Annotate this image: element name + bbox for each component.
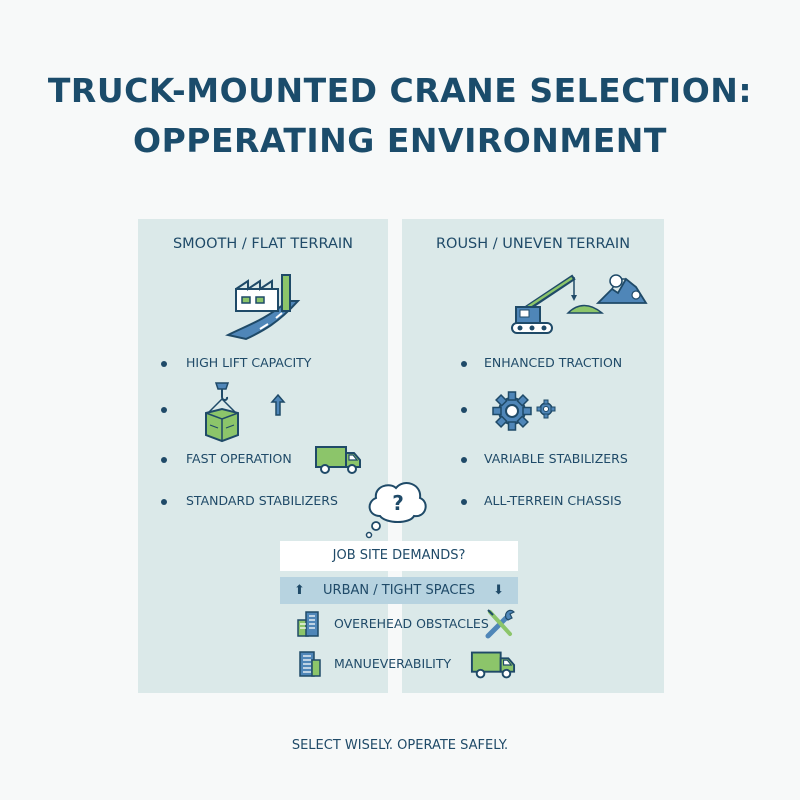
gears-icon [492,391,556,431]
enhanced-traction-label: ENHANCED TRACTION [484,355,623,370]
buildings-icon [297,611,319,637]
thought-bubble-icon: ? [365,482,427,539]
page-title: TRUCK-MOUNTED CRANE SELECTION: OPPERATIN… [0,66,800,166]
smooth-terrain-panel: SMOOTH / FLAT TERRAIN HIGH LIFT CAPACITY… [138,219,388,693]
bullet-dot [161,457,167,463]
rough-terrain-panel: ROUSH / UNEVEN TERRAIN ENHANCED TRACTION [402,219,664,693]
standard-stabilizers-label: STANDARD STABILIZERS [186,493,338,508]
high-lift-capacity-label: HIGH LIFT CAPACITY [186,355,312,370]
arrow-up-icon: ⬆ [294,583,305,598]
arrow-down-icon: ⬇ [493,583,504,598]
bullet-dot [461,457,467,463]
bullet-dot [461,407,467,413]
bullet-dot [161,361,167,367]
bullet-dot [161,499,167,505]
footer-slogan: SELECT WISELY. OPERATE SAFELY. [291,738,509,753]
crane-hook-cargo-icon [205,382,239,443]
maneuverability-label: MANUEVERABILITY [334,656,452,671]
title-line-2: OPPERATING ENVIRONMENT [133,121,667,160]
bullet-dot [461,499,467,505]
rough-terrain-heading: ROUSH / UNEVEN TERRAIN [435,236,631,252]
fast-operation-label: FAST OPERATION [186,451,292,466]
arrow-up-icon [270,393,286,416]
job-site-demands-box: JOB SITE DEMANDS? [280,541,518,571]
title-line-1: TRUCK-MOUNTED CRANE SELECTION: [47,71,753,110]
smooth-terrain-heading: SMOOTH / FLAT TERRAIN [172,236,354,252]
crawler-crane-icon [511,274,604,334]
factory-road-icon [225,274,301,341]
delivery-truck-icon [470,651,516,679]
bullet-dot [461,361,467,367]
all-terrain-chassis-label: ALL-TERREIN CHASSIS [484,493,622,508]
urban-tight-spaces-bar: ⬆ URBAN / TIGHT SPACES ⬇ [280,577,518,604]
city-building-icon [299,651,321,677]
question-mark: ? [392,491,404,515]
delivery-truck-icon [315,446,361,474]
overhead-obstacles-label: OVEREHEAD OBSTACLES [334,616,489,631]
wrench-screwdriver-icon [485,609,516,639]
urban-tight-spaces-label: URBAN / TIGHT SPACES [323,583,475,598]
bullet-dot [161,407,167,413]
variable-stabilizers-label: VARIABLE STABILIZERS [484,451,628,466]
rock-pile-icon [596,274,648,304]
